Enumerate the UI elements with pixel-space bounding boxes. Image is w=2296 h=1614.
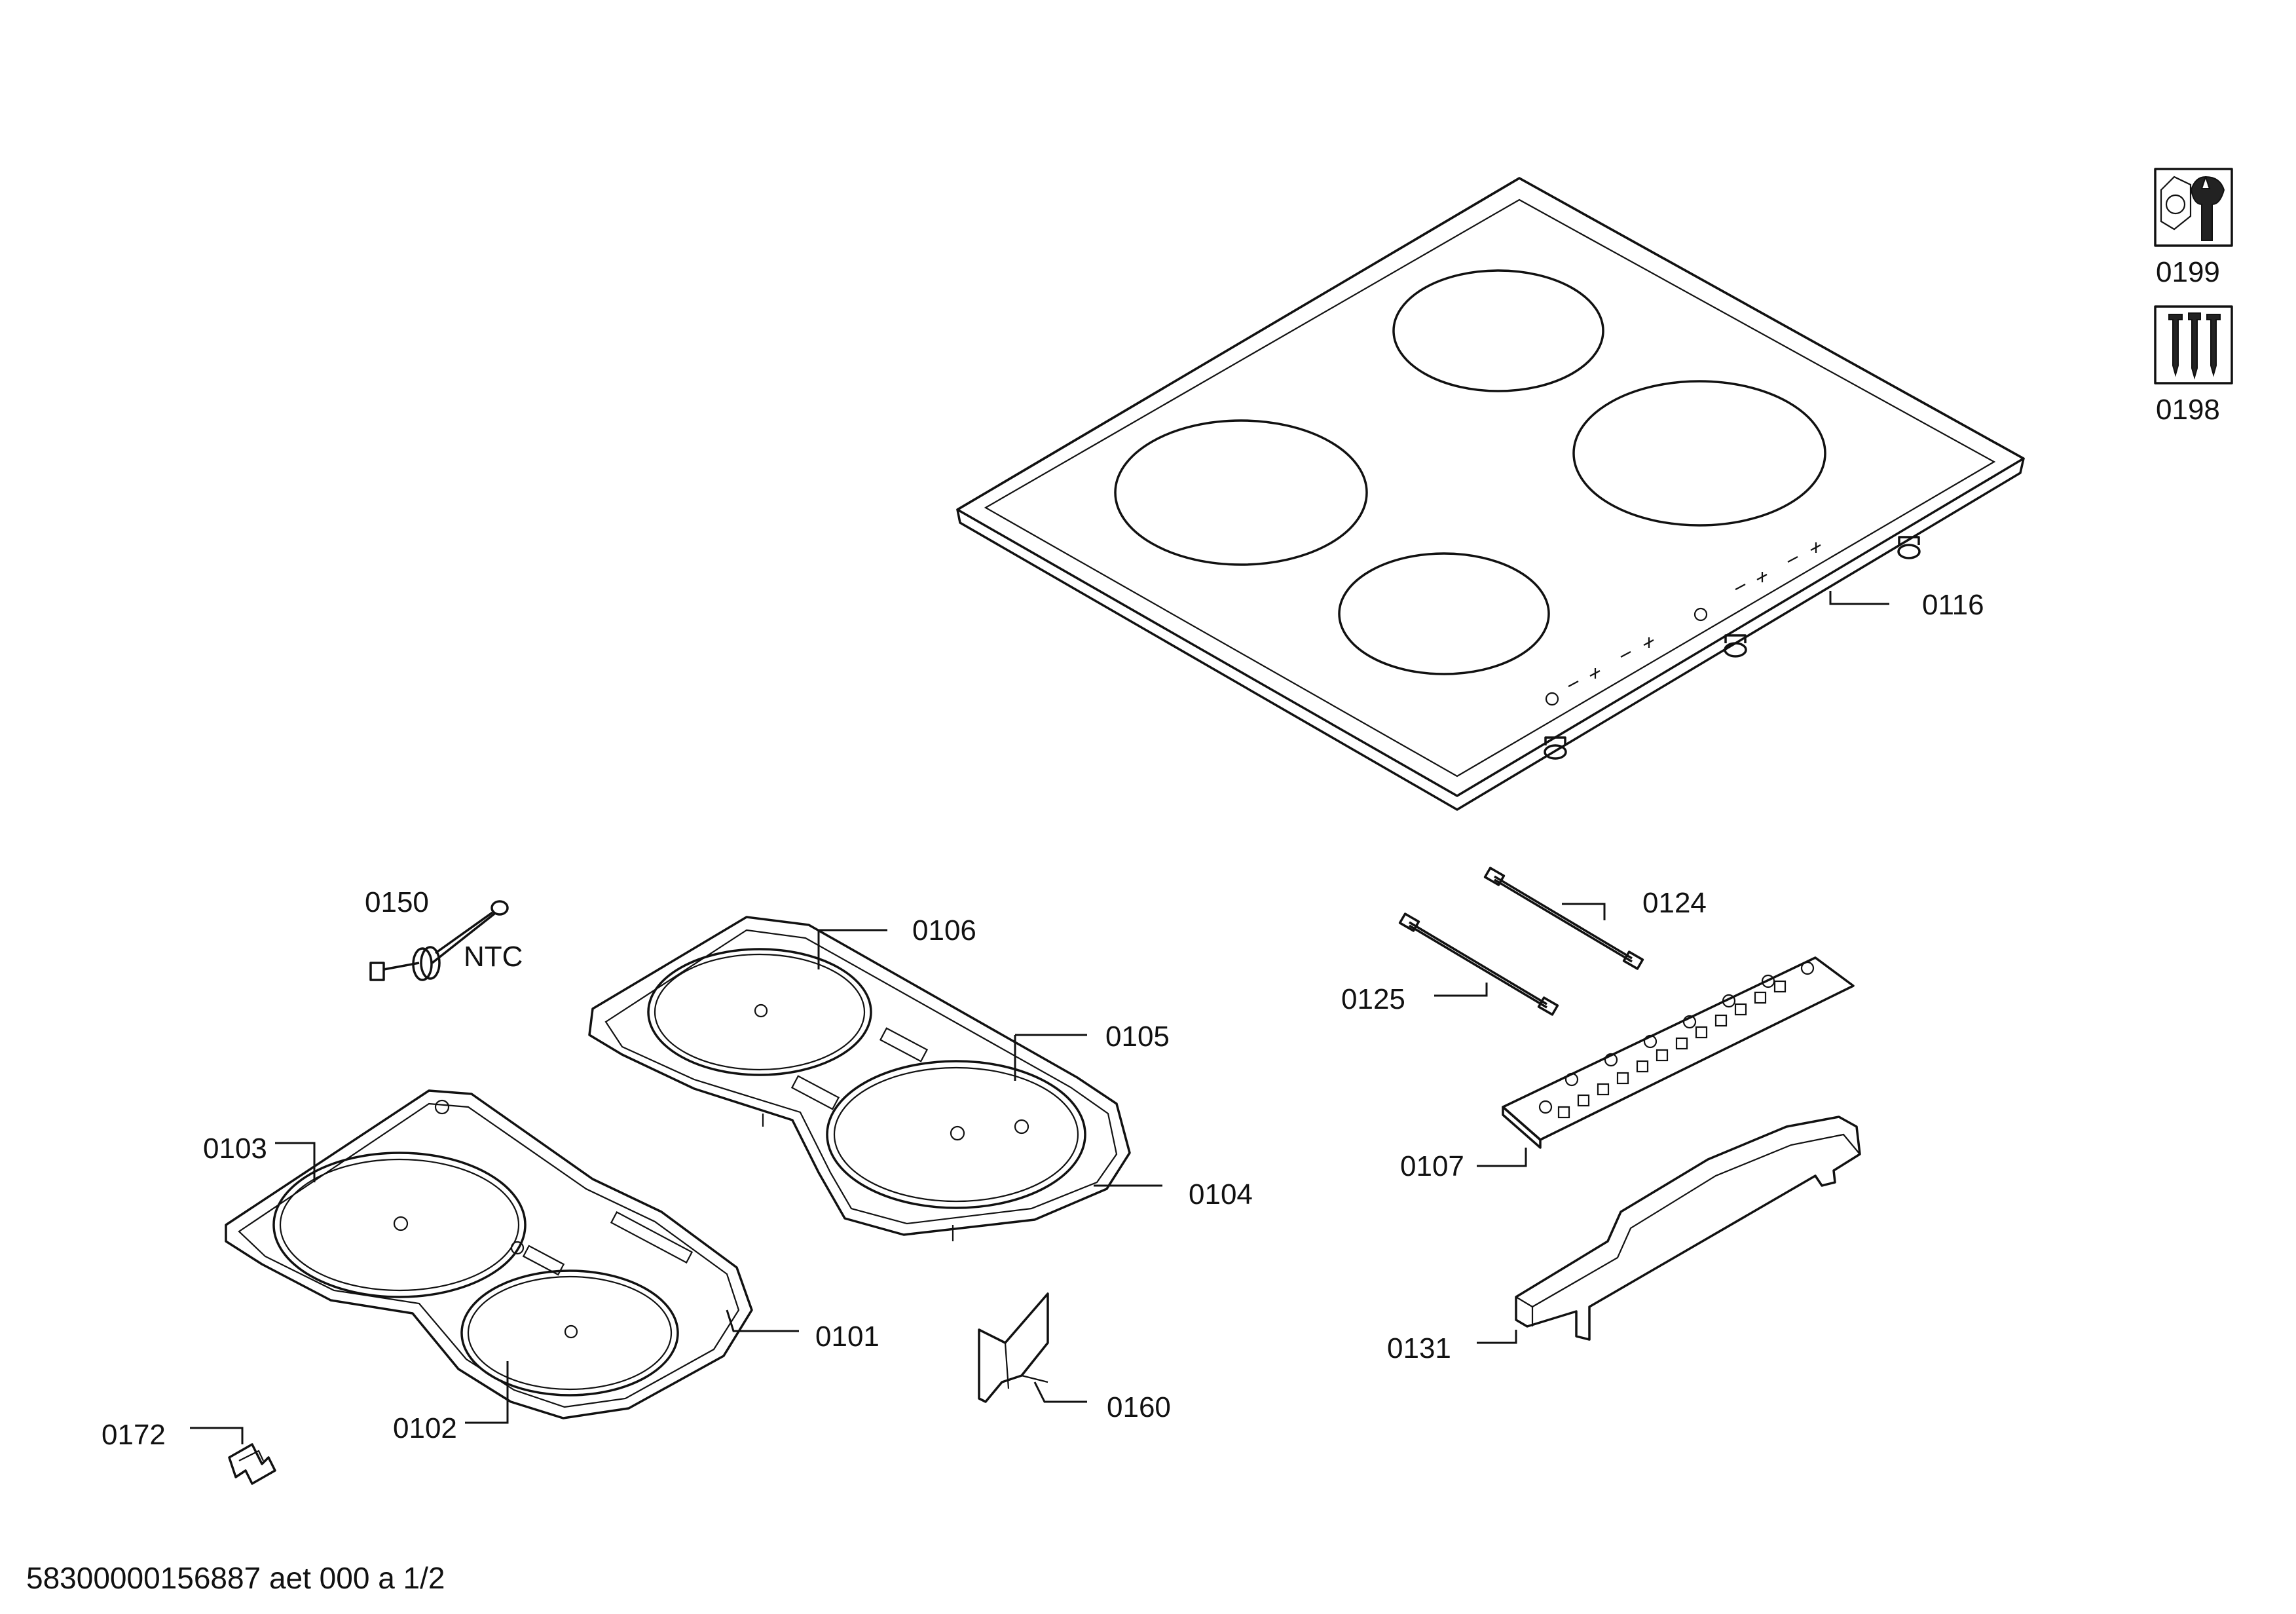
- label-0107: 0107: [1400, 1150, 1464, 1182]
- label-0105: 0105: [1105, 1021, 1170, 1053]
- clip-0172: [228, 1443, 276, 1485]
- ribbon-cables: [1398, 867, 1644, 1016]
- part-labels: 0199 0198 0116 0150 NTC 0106 0124 0125 0…: [102, 256, 2220, 1451]
- label-0172: 0172: [102, 1419, 166, 1451]
- label-0150: 0150: [365, 886, 429, 918]
- screws-icon: [2154, 305, 2233, 385]
- upper-heater-carrier: [588, 916, 1131, 1241]
- hob-glass-top: [956, 177, 2025, 811]
- document-footer: 58300000156887 aet 000 a 1/2: [26, 1561, 445, 1595]
- label-0160: 0160: [1107, 1391, 1171, 1423]
- leader-lines: [190, 591, 1889, 1444]
- label-0116: 0116: [1922, 589, 1984, 621]
- label-0198: 0198: [2156, 394, 2220, 426]
- label-0101: 0101: [815, 1321, 880, 1353]
- trim-strip: [1515, 1116, 1861, 1341]
- label-0124: 0124: [1642, 887, 1707, 919]
- label-0104: 0104: [1189, 1178, 1253, 1210]
- label-0199: 0199: [2156, 256, 2220, 288]
- label-0131: 0131: [1387, 1332, 1451, 1364]
- wrench-nut-icon: [2154, 168, 2233, 247]
- label-0103: 0103: [203, 1133, 267, 1165]
- label-0125: 0125: [1341, 983, 1405, 1015]
- control-module: [1502, 956, 1855, 1149]
- label-0106: 0106: [912, 914, 976, 947]
- ntc-sensor: [369, 900, 509, 981]
- label-ntc: NTC: [464, 941, 523, 973]
- lower-heater-carrier: [225, 1089, 753, 1419]
- bracket-0160: [978, 1292, 1049, 1403]
- label-0102: 0102: [393, 1412, 457, 1444]
